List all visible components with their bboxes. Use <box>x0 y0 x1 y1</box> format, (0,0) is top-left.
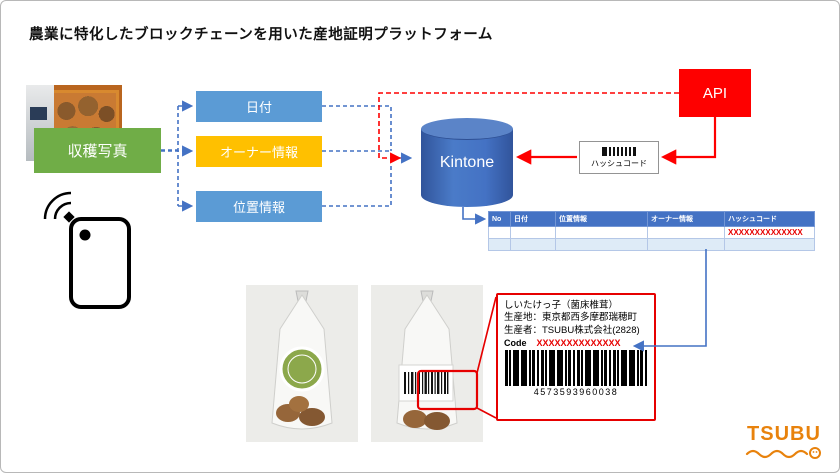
code-label: Code <box>504 338 527 349</box>
product-producer: 生産者：TSUBU株式会社(2828) <box>504 324 640 336</box>
column-header: 位置情報 <box>555 211 648 227</box>
barcode-image <box>505 350 647 387</box>
table-row <box>488 238 815 251</box>
product-label-card: しいたけっ子（菌床椎茸） 生産地：東京都西多摩郡瑞穂町 生産者：TSUBU株式会… <box>496 293 656 421</box>
kintone-record-table: No 日付 位置情報 オーナー情報 ハッシュコード XXXXXXXXXXXXXX <box>488 211 815 251</box>
cylinder-top <box>421 118 513 140</box>
location-info-box: 位置情報 <box>196 191 322 222</box>
barcode-icon <box>602 146 636 156</box>
logo-wave-icon <box>745 447 821 459</box>
api-box: API <box>679 69 751 117</box>
smartphone-icon <box>43 191 131 309</box>
tsubu-logo: TSUBU <box>745 424 823 466</box>
product-origin: 生産地：東京都西多摩郡瑞穂町 <box>504 312 638 324</box>
harvest-photo-image <box>26 85 122 161</box>
photo-to-attributes-connectors <box>161 100 194 212</box>
logo-text: TSUBU <box>747 423 821 445</box>
table-row: XXXXXXXXXXXXXX <box>488 226 815 239</box>
column-header: オーナー情報 <box>647 211 725 227</box>
owner-info-box: オーナー情報 <box>196 136 322 167</box>
column-header: No <box>488 211 511 227</box>
product-photo-back <box>371 285 483 442</box>
date-box: 日付 <box>196 91 322 122</box>
kintone-database: Kintone <box>421 118 513 207</box>
hashcode-label: ハッシュコード <box>591 158 647 168</box>
product-photo-front <box>246 285 358 442</box>
page-title: 農業に特化したブロックチェーンを用いた産地証明プラットフォーム <box>29 27 493 43</box>
hash-value-cell: XXXXXXXXXXXXXX <box>724 226 815 239</box>
code-value: XXXXXXXXXXXXXX <box>536 338 621 349</box>
product-code-row: Code XXXXXXXXXXXXXX <box>504 338 648 348</box>
attributes-to-kintone-connectors <box>322 105 413 207</box>
product-name: しいたけっ子（菌床椎茸） <box>504 300 619 311</box>
harvest-photo-box: 収穫写真 <box>34 128 161 173</box>
barcode-number: 4573593960038 <box>533 387 619 398</box>
column-header: 日付 <box>510 211 556 227</box>
hashcode-box: ハッシュコード <box>579 141 659 174</box>
kintone-label: Kintone <box>439 154 495 171</box>
api-to-hashcode-arrow <box>660 117 717 165</box>
column-header: ハッシュコード <box>724 211 815 227</box>
table-header-row: No 日付 位置情報 オーナー情報 ハッシュコード <box>488 211 815 227</box>
kintone-to-table-connector <box>462 207 487 225</box>
